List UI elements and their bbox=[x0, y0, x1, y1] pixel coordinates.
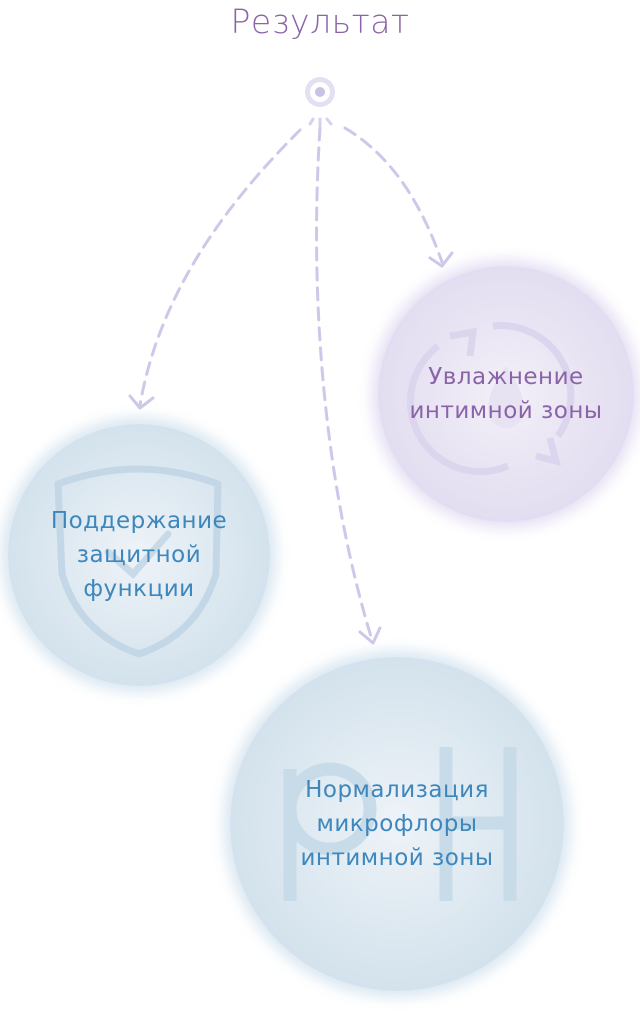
node-protection: Поддержание защитной функции bbox=[8, 424, 270, 686]
node-label: Поддержание защитной функции bbox=[51, 504, 227, 606]
origin-icon bbox=[305, 77, 335, 128]
arrow-to-moisture bbox=[343, 126, 444, 264]
node-label: Увлажнение интимной зоны bbox=[409, 360, 602, 428]
water-drop-cycle-icon bbox=[407, 322, 575, 476]
label-line: интимной зоны bbox=[300, 845, 494, 871]
arrowheads bbox=[128, 251, 454, 645]
label-line: интимной зоны bbox=[409, 398, 603, 424]
label-line: защитной bbox=[76, 542, 202, 568]
ph-icon bbox=[283, 747, 517, 901]
page-title: Результат bbox=[230, 2, 410, 41]
label-line: функции bbox=[83, 576, 195, 602]
label-line: Нормализация bbox=[305, 777, 489, 803]
arrow-to-protection bbox=[138, 128, 302, 407]
arrow-to-microflora bbox=[315, 126, 374, 642]
shield-check-icon bbox=[54, 465, 222, 658]
label-line: Увлажнение bbox=[428, 364, 584, 390]
node-microflora: Нормализация микрофлоры интимной зоны bbox=[230, 657, 564, 991]
node-label: Нормализация микрофлоры интимной зоны bbox=[300, 773, 493, 875]
node-moisture: Увлажнение интимной зоны bbox=[378, 266, 634, 522]
label-line: Поддержание bbox=[50, 508, 228, 534]
label-line: микрофлоры bbox=[316, 811, 478, 837]
